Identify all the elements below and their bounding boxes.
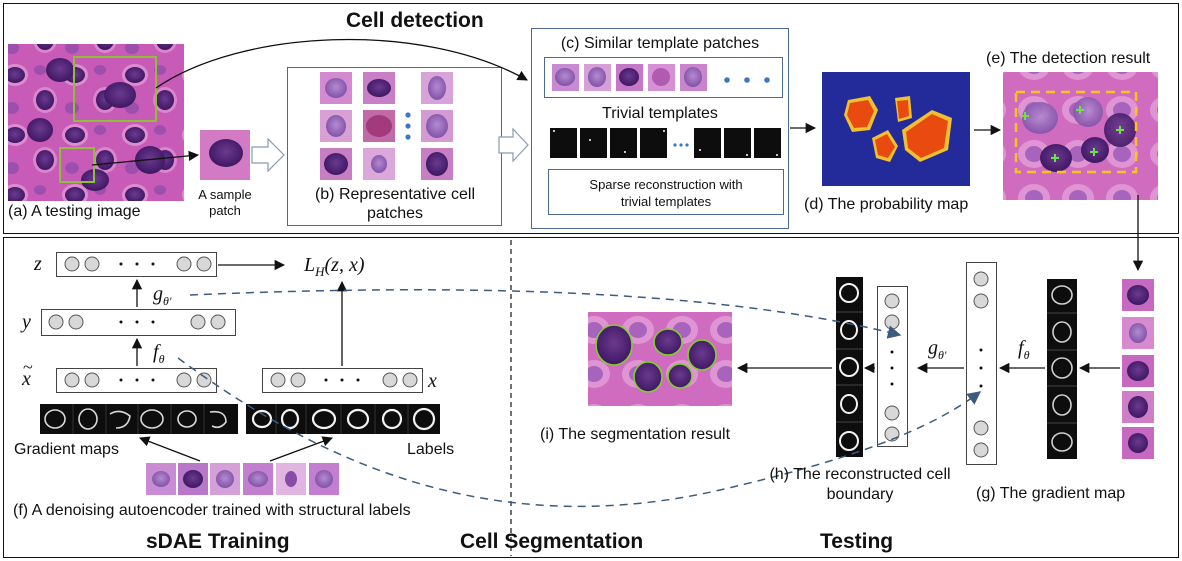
math-f-letter: f bbox=[153, 341, 159, 363]
math-g-letter-test: g bbox=[928, 337, 938, 359]
testing-layer-output bbox=[877, 286, 908, 447]
math-x-tilde-letter: x bbox=[22, 368, 31, 390]
math-loss-args: (z, x) bbox=[324, 254, 365, 276]
arrow-to-templates bbox=[155, 38, 528, 89]
arrow-to-labels bbox=[269, 436, 333, 462]
testing-patch-column bbox=[1122, 279, 1154, 459]
sparse-reconstruction-box: Sparse reconstruction with trivial templ… bbox=[548, 169, 784, 215]
gradient-map-column bbox=[1047, 279, 1077, 459]
title-testing: Testing bbox=[820, 530, 894, 553]
title-cell-detection: Cell detection bbox=[346, 9, 484, 32]
probability-map bbox=[822, 72, 970, 186]
sample-patch-image bbox=[200, 130, 250, 180]
sparse-line-2: trivial templates bbox=[620, 194, 712, 209]
label-gradient-maps: Gradient maps bbox=[14, 441, 119, 458]
label-probability-map: (d) The probability map bbox=[804, 196, 969, 213]
segmentation-result-image bbox=[588, 312, 732, 406]
testing-image bbox=[8, 44, 184, 201]
trivial-templates bbox=[550, 128, 781, 158]
weight-sharing-g-arrow bbox=[189, 289, 902, 339]
hollow-arrow-1 bbox=[251, 137, 285, 173]
training-patches bbox=[146, 463, 339, 495]
label-sample-patch-1: A sample bbox=[198, 187, 252, 202]
math-f-theta-test: fθ bbox=[1018, 337, 1029, 366]
title-sdae-training: sDAE Training bbox=[146, 530, 290, 553]
math-g-sub: θ' bbox=[163, 294, 172, 308]
detection-frame bbox=[3, 3, 1179, 234]
reconstructed-boundary-column bbox=[836, 277, 863, 457]
label-labels: Labels bbox=[407, 441, 455, 458]
math-g-theta-prime: gθ' bbox=[153, 283, 171, 312]
math-g-letter: g bbox=[153, 283, 163, 305]
title-cell-segmentation: Cell Segmentation bbox=[460, 530, 644, 553]
layer-z-nodes bbox=[64, 256, 212, 272]
segmentation-frame bbox=[3, 237, 1179, 558]
representative-patch-grid bbox=[320, 72, 453, 180]
label-similar-templates: (c) Similar template patches bbox=[560, 35, 760, 52]
label-sample-patch-2: patch bbox=[209, 203, 241, 218]
detection-result-image bbox=[1003, 72, 1158, 200]
math-g-theta-prime-test: gθ' bbox=[928, 337, 946, 366]
label-representative-1: (b) Representative cell bbox=[314, 186, 476, 203]
similar-template-patches bbox=[552, 64, 770, 91]
label-gradient-map: (g) The gradient map bbox=[976, 485, 1126, 502]
sparse-line-1: Sparse reconstruction with bbox=[589, 177, 743, 192]
math-x-tilde: x bbox=[22, 368, 31, 390]
arrow-to-gradient-maps bbox=[139, 436, 201, 462]
label-detection-result: (e) The detection result bbox=[986, 50, 1151, 67]
label-representative-2: patches bbox=[366, 205, 424, 222]
label-reconstructed-1: (h) The reconstructed cell bbox=[769, 466, 951, 483]
gradient-maps-strip bbox=[40, 404, 238, 434]
label-segmentation-result: (i) The segmentation result bbox=[540, 426, 731, 443]
math-y: y bbox=[22, 311, 31, 333]
hollow-arrow-2 bbox=[498, 127, 529, 163]
math-f-sub-test: θ bbox=[1023, 348, 1030, 362]
math-g-sub-test: θ' bbox=[938, 348, 947, 362]
math-f-letter-test: f bbox=[1018, 337, 1024, 359]
label-trivial-templates: Trivial templates bbox=[602, 105, 718, 122]
label-denoising-autoencoder: (f) A denoising autoencoder trained with… bbox=[13, 502, 411, 519]
math-loss-sub: H bbox=[315, 264, 325, 279]
label-testing-image: (a) A testing image bbox=[8, 203, 141, 220]
math-loss: LH(z, x) bbox=[304, 254, 365, 283]
math-z: z bbox=[34, 253, 42, 275]
label-reconstructed-2: boundary bbox=[826, 486, 894, 503]
math-f-sub: θ bbox=[158, 352, 165, 366]
labels-strip bbox=[246, 404, 440, 434]
template-outer-box bbox=[531, 28, 789, 229]
similar-templates-box bbox=[544, 57, 783, 98]
math-x: x bbox=[428, 370, 437, 392]
arrow-to-sample-patch bbox=[91, 150, 200, 166]
math-tilde-mark: ~ bbox=[23, 357, 33, 377]
math-loss-symbol: L bbox=[304, 254, 316, 276]
math-f-theta: fθ bbox=[153, 341, 164, 370]
weight-sharing-f-arrow bbox=[177, 357, 982, 508]
